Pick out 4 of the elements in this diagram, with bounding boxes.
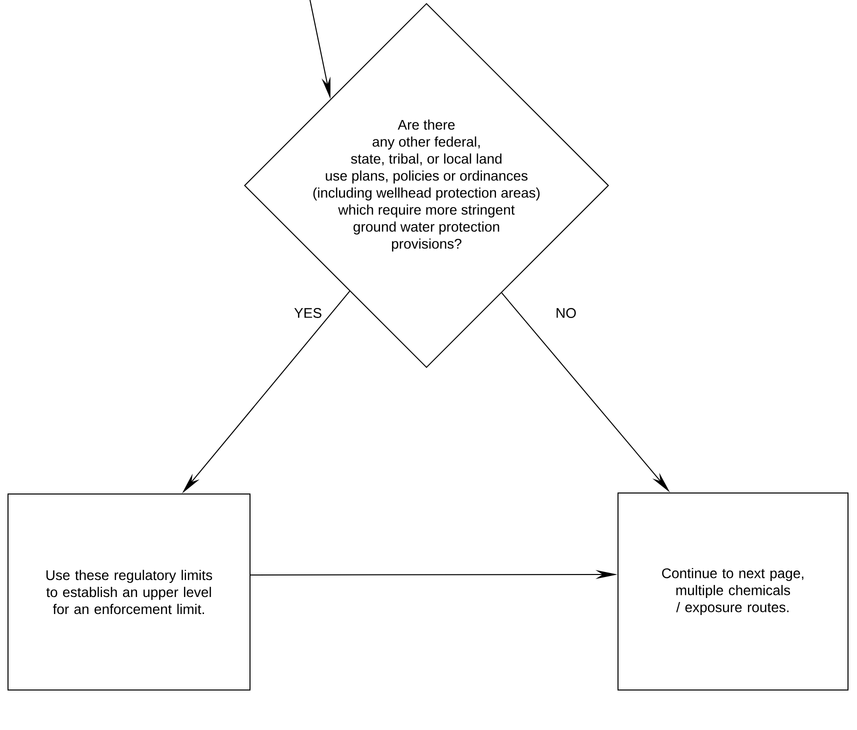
edge-label: YES (293, 307, 323, 319)
process-box: Continue to next page, multiple chemicals / exposure routes. (618, 492, 848, 690)
edge-label: NO (554, 307, 578, 319)
process-box: Use these regulatory limits to establish an upper level for an enforcement limit. (8, 493, 250, 690)
